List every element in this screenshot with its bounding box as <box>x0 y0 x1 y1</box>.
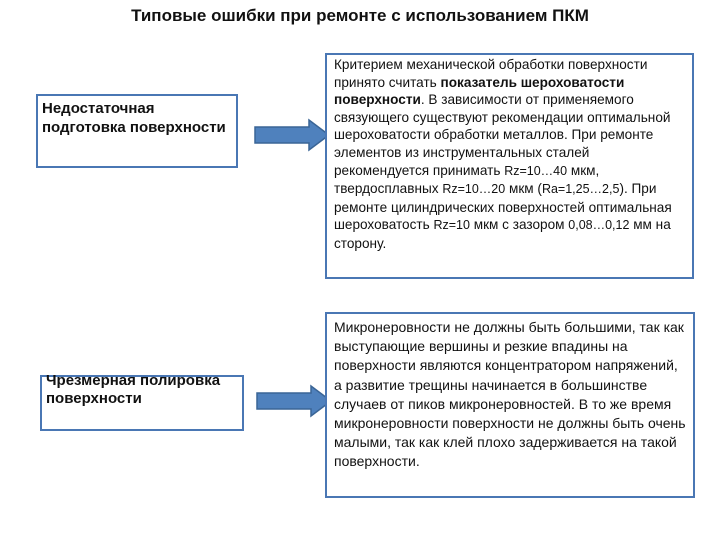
description-text: мм на сторону. <box>334 217 671 251</box>
page-title: Типовые ошибки при ремонте с использован… <box>131 6 589 25</box>
arrow-shape <box>254 118 331 152</box>
roughness-value: Ra=1,25…2,5 <box>541 182 620 197</box>
description-box-microroughness: Микронеровности не должны быть большими,… <box>325 312 695 498</box>
problem-box-insufficient-preparation: Недостаточная подготовка поверхности <box>36 94 238 168</box>
description-bold-text: показатель шероховатости поверхности <box>334 74 625 108</box>
roughness-value: Rz=10…40 <box>504 163 568 178</box>
gap-value: 0,08…0,12 <box>568 218 630 233</box>
problem-label: Недостаточная подготовка поверхности <box>42 100 226 136</box>
arrow-right-icon <box>256 384 333 418</box>
arrow-shape <box>256 384 333 418</box>
roughness-value: Rz=10…20 <box>442 182 506 197</box>
description-text: мкм с зазором <box>469 217 569 233</box>
description-text: . В зависимости от применяемого связующе… <box>334 92 671 178</box>
description-text: мкм ( <box>505 181 542 197</box>
problem-label: Чрезмерная полировка поверхности <box>46 372 221 407</box>
description-text: мкм, твердосплавных <box>334 162 600 197</box>
description-text: ). При ремонте цилиндрических поверхност… <box>334 181 672 233</box>
description-text: Микронеровности не должны быть большими,… <box>334 319 686 470</box>
description-box-roughness: Критерием механической обработки поверхн… <box>325 53 694 279</box>
problem-box-excessive-polishing: Чрезмерная полировка поверхности <box>40 372 244 431</box>
roughness-value: Rz=10 <box>433 218 470 233</box>
description-text: Критерием механической обработки поверхн… <box>334 57 648 90</box>
arrow-right-icon <box>254 118 331 152</box>
